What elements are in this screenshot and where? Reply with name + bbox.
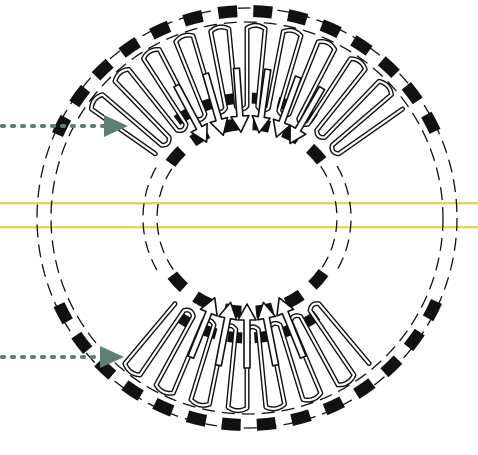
inner-bottom-segment — [312, 273, 323, 286]
inner-dashed-arc-right-2 — [337, 166, 351, 270]
outer-bottom-segment — [76, 335, 87, 350]
outer-bottom-segment — [188, 416, 206, 421]
outer-top-segment — [353, 40, 369, 50]
outer-top-segment — [382, 61, 396, 74]
outer-top-segment — [288, 15, 306, 20]
inner-dashed-arc-left-2 — [143, 166, 157, 270]
outer-top-segment — [253, 11, 272, 12]
outer-top-segment — [184, 16, 202, 21]
outer-top-segment — [152, 26, 169, 34]
inner-bottom-segment — [172, 275, 184, 288]
outer-top-segment — [426, 115, 435, 132]
horizontal-line-pair — [0, 202, 478, 229]
inner-dashed-arc-right — [321, 166, 337, 269]
upper-horizontal-line — [0, 202, 478, 205]
outer-bottom-segment — [59, 305, 68, 322]
outer-bottom-segment — [384, 360, 398, 373]
outer-top-segment — [218, 11, 237, 13]
outer-bottom-segment — [155, 403, 172, 411]
inner-top-segment — [171, 151, 182, 164]
outer-top-segment — [406, 86, 417, 101]
lower-horizontal-line — [0, 226, 478, 229]
outer-bottom-segment — [125, 385, 141, 395]
outer-bottom-segment — [409, 332, 420, 347]
outer-top-segment — [322, 25, 339, 33]
outer-bottom-segment — [292, 415, 310, 420]
lower-arrowhead-icon — [100, 346, 124, 368]
outer-bottom-segment — [257, 423, 276, 425]
inner-dashed-arc-left — [157, 166, 173, 269]
outer-bottom-segment — [325, 402, 342, 410]
outer-top-segment — [96, 63, 110, 76]
inner-top-segment — [310, 148, 322, 161]
outer-top-segment — [122, 42, 138, 53]
outer-bottom-segment — [222, 424, 241, 425]
incoming-arrows — [2, 115, 128, 368]
inner-bottom-segment — [286, 295, 301, 304]
outer-bottom-segment — [428, 301, 436, 318]
outer-top-segment — [74, 89, 85, 104]
outer-bottom-segment — [356, 383, 372, 394]
